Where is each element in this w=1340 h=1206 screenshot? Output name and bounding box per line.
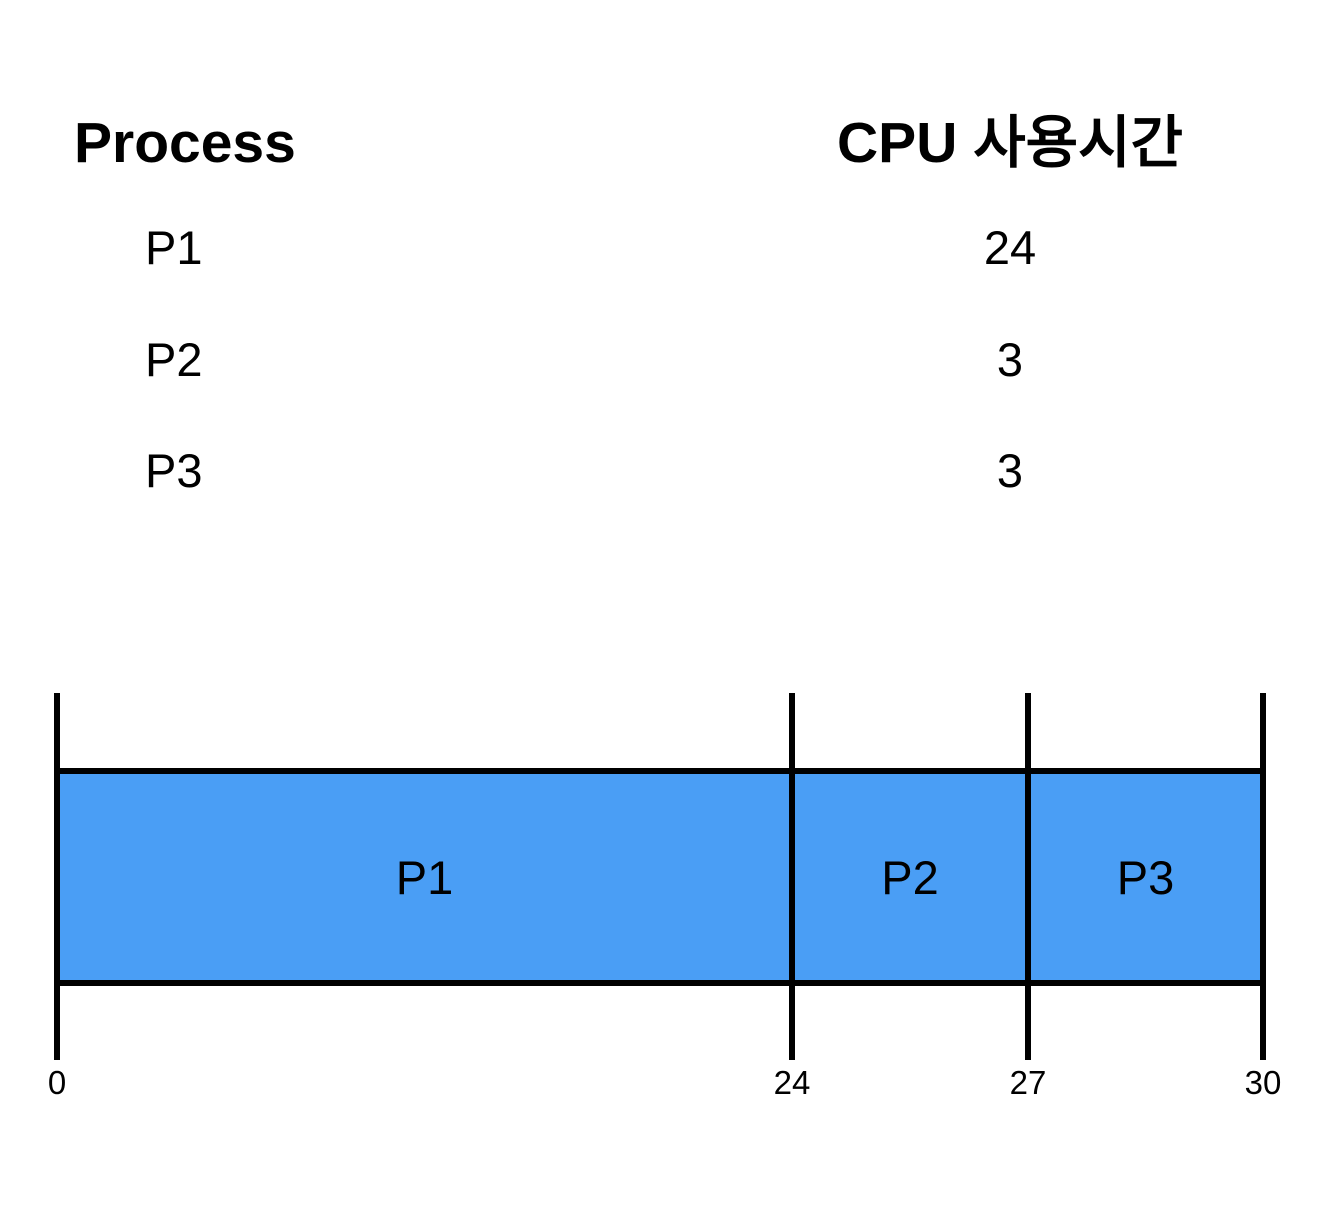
table-row-process-name: P3: [145, 444, 203, 497]
tick-line-30: [1260, 693, 1266, 1060]
tick-line-24: [789, 693, 795, 1060]
tick-line-27: [1025, 693, 1031, 1060]
column-header-cpu-time: CPU 사용시간: [837, 111, 1183, 175]
gantt-segment-label: P1: [395, 850, 454, 904]
table-row-cpu-time: 24: [983, 221, 1037, 274]
tick-label: 27: [1009, 1064, 1047, 1101]
gantt-segment-label: P2: [881, 850, 939, 904]
table-row-cpu-time: 3: [996, 333, 1024, 386]
table-row-process-name: P2: [145, 333, 203, 386]
tick-label: 0: [47, 1064, 67, 1101]
column-header-process: Process: [74, 111, 296, 175]
gantt-bar: [57, 768, 1266, 986]
table-row-process-name: P1: [145, 221, 203, 274]
gantt-segment-label: P3: [1116, 850, 1175, 904]
tick-line-0: [54, 693, 60, 1060]
table-row-cpu-time: 3: [996, 444, 1024, 497]
tick-label: 24: [773, 1064, 811, 1101]
tick-label: 30: [1244, 1064, 1282, 1101]
